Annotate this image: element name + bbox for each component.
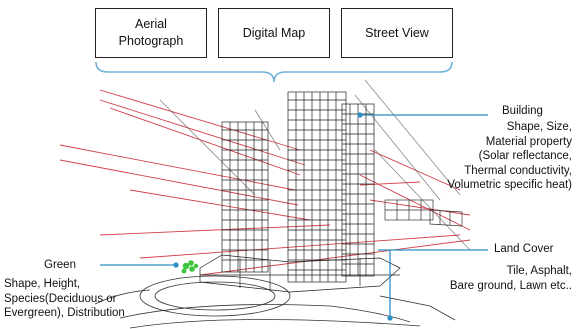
gray-perspective-lines	[159, 79, 471, 251]
building-title: Building	[502, 105, 543, 117]
right-tower-wireframe	[341, 103, 375, 277]
street-view-box: Street View	[341, 8, 453, 58]
green-title: Green	[44, 259, 76, 271]
tree-cluster	[181, 260, 199, 274]
ground-plaza	[94, 275, 456, 329]
green-detail: Shape, Height, Species(Deciduous or Ever…	[4, 278, 125, 319]
left-tower-wireframe	[221, 121, 269, 273]
land-cover-title: Land Cover	[494, 243, 554, 255]
callout-lines	[100, 112, 488, 321]
center-tower-wireframe	[287, 91, 347, 283]
grouping-brace	[95, 61, 453, 83]
low-building-cluster	[384, 199, 463, 227]
digital-map-box: Digital Map	[218, 8, 330, 58]
aerial-photograph-box: Aerial Photograph	[95, 8, 207, 58]
land-cover-detail: Tile, Asphalt, Bare ground, Lawn etc..	[449, 265, 572, 292]
red-street-lines	[59, 89, 471, 276]
building-detail: Shape, Size, Material property (Solar re…	[447, 121, 572, 191]
